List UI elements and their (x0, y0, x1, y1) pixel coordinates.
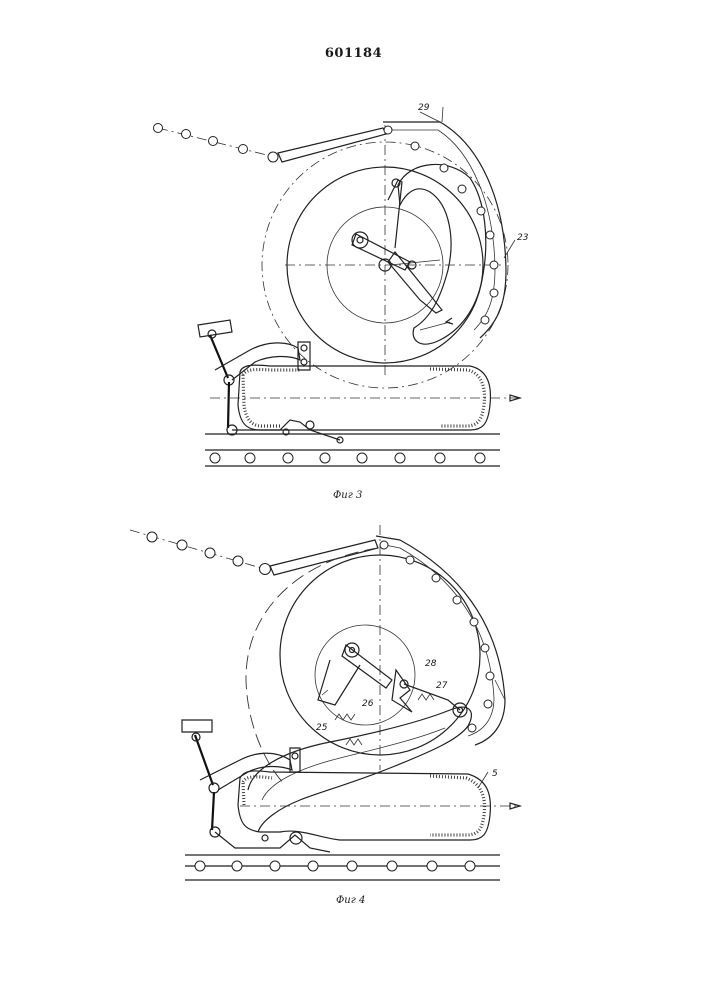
fig3-incoming-roller-chain (154, 124, 387, 163)
figure-4-caption: Фиг 4 (336, 895, 365, 906)
figure-3-caption: Фиг 3 (333, 490, 362, 501)
fig4-label-25: 25 (316, 723, 328, 733)
fig4-label-5: 5 (492, 769, 498, 779)
fig3-label-23: 23 (517, 233, 529, 243)
fig3-label-29: 29 (418, 103, 430, 113)
fig4-drum (246, 525, 480, 785)
figure-3: 29 23 (154, 103, 529, 466)
fig4-incoming-roller-chain (130, 530, 378, 575)
fig3-tyre-section (210, 365, 520, 430)
fig4-label-28: 28 (425, 659, 437, 669)
fig4-conveyor-chain (185, 855, 500, 880)
fig4-label-26: 26 (362, 699, 374, 709)
fig4-label-27: 27 (436, 681, 448, 691)
fig3-drum (262, 125, 508, 388)
figure-4: 28 27 26 25 5 (130, 525, 520, 880)
fig4-lever-mechanism (182, 720, 330, 852)
fig4-tyre-s-section (238, 707, 520, 840)
fig3-conveyor-chain (205, 434, 500, 466)
